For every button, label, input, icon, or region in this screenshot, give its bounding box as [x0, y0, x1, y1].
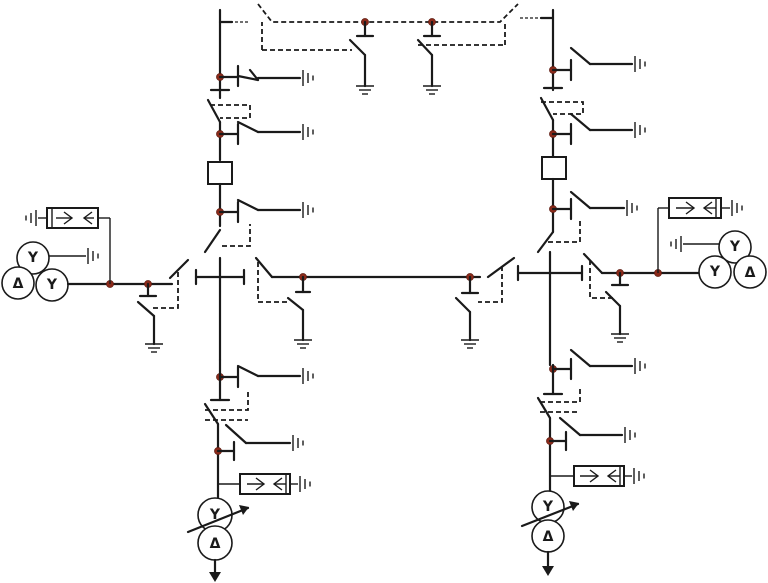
disconnect-switch-icon — [168, 258, 190, 280]
disconnect-switch-icon — [569, 112, 592, 132]
arrester-icon — [668, 197, 743, 219]
disconnect-switch-icon — [486, 256, 516, 279]
disconnect-switch-icon — [416, 38, 434, 88]
disconnect-switch-icon — [536, 396, 552, 420]
disconnect-switch-icon — [206, 98, 222, 124]
delta-winding-label: Δ — [543, 529, 554, 545]
circuit-breaker-icon — [541, 156, 567, 180]
ground-icon — [293, 339, 313, 349]
wye-winding-label: Y — [542, 499, 554, 515]
top-coupling-link — [257, 3, 519, 95]
ground-icon — [610, 333, 630, 343]
disconnect-switch-icon — [569, 46, 592, 66]
arrester-icon — [25, 207, 110, 229]
ground-icon — [634, 55, 646, 73]
ground-icon — [626, 199, 638, 217]
ground-icon — [422, 85, 442, 95]
ground-icon — [302, 123, 314, 141]
disconnect-switch-icon — [254, 256, 274, 279]
wye-winding-label: Y — [27, 250, 39, 266]
ground-icon — [292, 434, 304, 452]
arrow-down-icon — [209, 572, 221, 582]
delta-winding-label: Δ — [210, 536, 221, 552]
disconnect-switch-icon — [569, 348, 592, 368]
disconnect-switch-icon — [536, 230, 555, 254]
circuit-breaker-icon — [207, 161, 233, 185]
ground-icon — [355, 85, 375, 95]
ground-icon — [460, 339, 480, 349]
ground-icon — [302, 367, 314, 385]
disconnect-switch-icon — [236, 198, 260, 212]
delta-winding-label: Δ — [745, 265, 756, 281]
disconnect-switch-icon — [236, 364, 260, 378]
arrester-icon — [218, 473, 311, 495]
ground-icon — [144, 343, 164, 353]
middle-right-junction — [454, 256, 516, 349]
disconnect-switch-icon — [203, 228, 222, 254]
arrow-down-icon — [542, 566, 554, 576]
ground-icon — [87, 247, 99, 265]
disconnect-switch-icon — [136, 300, 156, 318]
arrester-icon — [550, 465, 645, 487]
transformer-icon: Y Δ Y — [1, 241, 69, 302]
right-feeder-branch: Y Y Δ — [516, 197, 767, 367]
disconnect-switch-icon — [236, 68, 260, 82]
right-lower-bay: Y Δ — [520, 348, 646, 576]
transformer-icon: Y Y Δ — [698, 230, 767, 289]
disconnect-switch-icon — [454, 296, 472, 314]
left-source: Y Δ Y — [1, 207, 190, 353]
disconnect-switch-icon — [348, 38, 367, 88]
disconnect-switch-icon — [604, 290, 622, 308]
left-lower-bay: Y Δ — [186, 358, 314, 582]
left-upper-bay — [203, 8, 314, 254]
ground-icon — [302, 201, 314, 219]
wye-winding-label: Y — [46, 277, 58, 293]
ground-icon — [624, 426, 636, 444]
ground-icon — [634, 121, 646, 139]
right-upper-bay — [520, 8, 646, 254]
ground-icon — [302, 69, 314, 87]
disconnect-switch-icon — [569, 190, 592, 210]
disconnect-switch-icon — [582, 252, 604, 275]
wye-winding-label: Y — [729, 239, 741, 255]
left-feeder-branch — [194, 256, 482, 362]
wye-winding-label: Y — [709, 264, 721, 280]
delta-winding-label: Δ — [13, 276, 24, 292]
disconnect-switch-icon — [203, 402, 220, 426]
transformer-icon: Y Δ — [186, 497, 250, 561]
disconnect-switch-icon — [236, 120, 260, 134]
transformer-icon: Y Δ — [520, 490, 580, 553]
ground-icon — [634, 357, 646, 375]
disconnect-switch-icon — [286, 296, 305, 312]
ground-icon — [670, 235, 682, 253]
